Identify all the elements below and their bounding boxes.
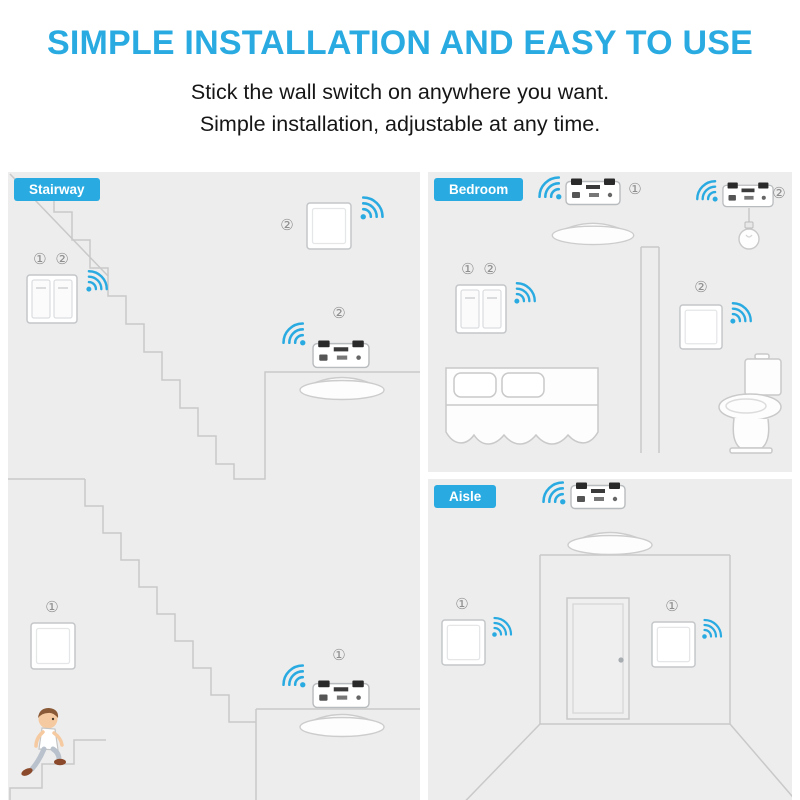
stairway-panel: Stairway ① ② ② ② ① ①	[8, 172, 420, 800]
ceiling-light-illustration	[562, 525, 658, 557]
wifi-icon	[358, 194, 386, 222]
wifi-icon	[728, 300, 754, 326]
walking-person-illustration	[12, 705, 92, 793]
wall-switch-single	[651, 621, 696, 668]
wifi-icon	[84, 268, 110, 294]
receiver-illustration	[570, 482, 626, 510]
header: SIMPLE INSTALLATION AND EASY TO USE Stic…	[0, 24, 800, 140]
bottom-steps	[9, 739, 106, 800]
stairway-line-art	[8, 173, 420, 800]
wifi-icon	[700, 617, 724, 641]
marker-upper-switch: ① ②	[33, 250, 71, 268]
corridor-perspective-left	[465, 723, 541, 800]
pendant-bulb-illustration	[737, 208, 761, 256]
marker-top-right-switch: ②	[280, 216, 296, 234]
wifi-icon	[536, 174, 564, 202]
receiver-illustration	[312, 340, 370, 369]
marker-mid-ceiling: ②	[332, 304, 348, 322]
bed-illustration	[445, 367, 599, 445]
wifi-icon	[280, 320, 308, 348]
wifi-icon	[490, 615, 514, 639]
upper-staircase	[53, 184, 420, 480]
door-illustration	[566, 597, 630, 720]
receiver-illustration	[565, 178, 621, 206]
wall-switch-double	[455, 284, 507, 334]
marker-double-switch: ① ②	[461, 260, 499, 278]
main-title: SIMPLE INSTALLATION AND EASY TO USE	[47, 24, 753, 62]
toilet-illustration	[718, 353, 782, 454]
marker-ceiling-receiver: ①	[628, 180, 644, 198]
ceiling-light-illustration	[546, 216, 640, 247]
aisle-line-art	[465, 554, 792, 800]
wall-column	[640, 246, 660, 453]
lower-staircase	[84, 479, 256, 723]
ceiling-light-illustration	[294, 707, 390, 739]
corridor-perspective-right	[729, 723, 792, 798]
wall-switch-single	[306, 202, 352, 250]
bedroom-label-badge: Bedroom	[434, 178, 524, 201]
wifi-icon	[694, 178, 720, 204]
marker-left-switch: ①	[455, 595, 471, 613]
subtitle-line-1: Stick the wall switch on anywhere you wa…	[190, 80, 610, 104]
wall-switch-single	[441, 619, 486, 666]
marker-lower-switch: ①	[45, 598, 61, 616]
lower-ceiling-line	[255, 708, 420, 800]
aisle-panel: Aisle ① ①	[428, 479, 792, 800]
bedroom-panel: Bedroom ① ② ① ②	[428, 172, 792, 472]
receiver-illustration	[722, 182, 774, 208]
wall-switch-single	[679, 304, 723, 350]
stairway-label-badge: Stairway	[14, 178, 100, 201]
receiver-illustration	[312, 680, 370, 709]
marker-single-switch: ②	[694, 278, 710, 296]
wifi-icon	[512, 280, 538, 306]
wifi-icon	[540, 479, 568, 507]
aisle-label-badge: Aisle	[434, 485, 497, 508]
wifi-icon	[280, 662, 308, 690]
corridor-walls	[539, 554, 731, 725]
ceiling-light-illustration	[294, 370, 390, 402]
marker-lower-ceiling: ①	[332, 646, 348, 664]
subtitle-line-2: Simple installation, adjustable at any t…	[199, 112, 601, 136]
wall-switch-single	[30, 622, 76, 670]
marker-pendant-receiver: ②	[772, 184, 788, 202]
bedroom-line-art	[445, 246, 782, 454]
marker-right-switch: ①	[665, 597, 681, 615]
wall-switch-double	[26, 274, 78, 324]
